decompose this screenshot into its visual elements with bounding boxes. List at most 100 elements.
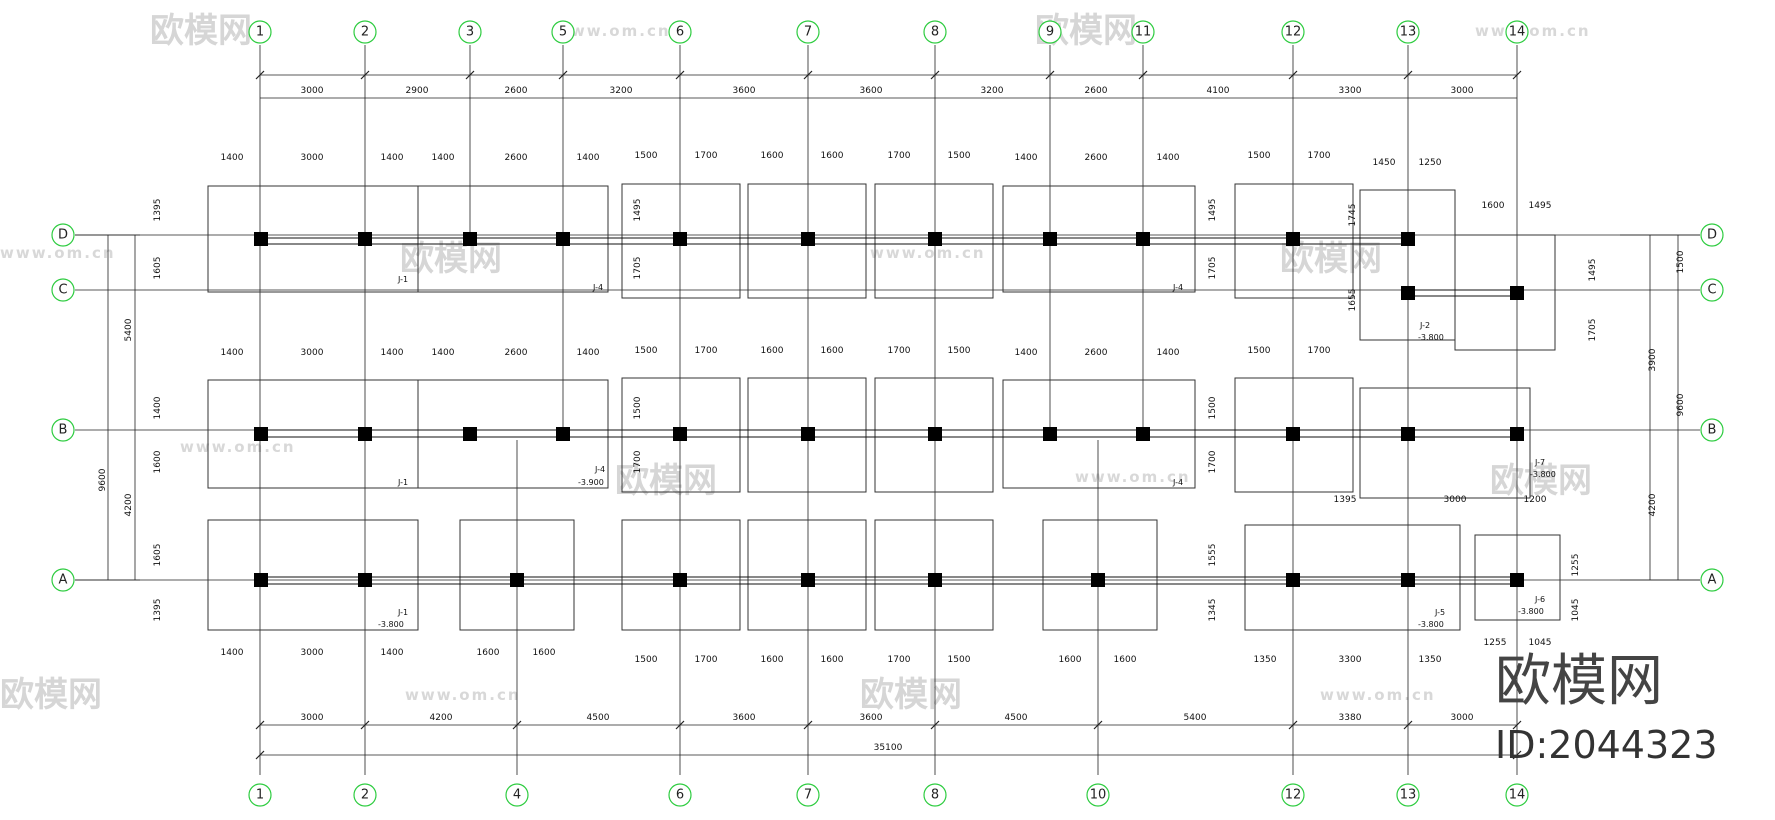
footing-tag: J-1	[397, 608, 408, 617]
axis-label: 13	[1400, 25, 1417, 40]
watermark-url: www.om.cn	[1075, 468, 1191, 486]
axis-label: 8	[931, 788, 939, 803]
top-span-label: 3000	[301, 86, 324, 96]
footing-dim: 3000	[1444, 495, 1467, 505]
top-span-label: 2600	[1085, 86, 1108, 96]
footing-dim: 1400	[577, 348, 600, 358]
footing-dim: 1700	[695, 655, 718, 665]
footing-dim: 1495	[1529, 201, 1552, 211]
footing-dim: 1600	[1482, 201, 1505, 211]
footing	[874, 519, 994, 631]
footing-dim: 1500	[633, 396, 643, 419]
top-span-label: 3200	[610, 86, 633, 96]
watermark-brand: 欧模网	[615, 461, 717, 501]
top-span-label: 2600	[505, 86, 528, 96]
bottom-span-label: 5400	[1184, 713, 1207, 723]
footing-dim: 1600	[821, 655, 844, 665]
footing-tags: J-1 J-4 J-4 J-2 -3.800 J-1 J-4 -3.900 J-…	[378, 275, 1556, 629]
footing-dim: 1600	[761, 346, 784, 356]
footing-dim: 1400	[1157, 153, 1180, 163]
watermark-url: www.om.cn	[870, 244, 986, 262]
axis-label: 12	[1285, 788, 1302, 803]
footing	[621, 183, 741, 299]
axis-label: C	[58, 283, 67, 298]
axis-label: C	[1707, 283, 1716, 298]
column	[1286, 427, 1300, 441]
footing-tag: J-2	[1419, 321, 1430, 330]
axis-label: 12	[1285, 25, 1302, 40]
footing-dim: 1705	[1588, 319, 1598, 342]
footing-dim: 1500	[635, 346, 658, 356]
footing-dim: 1500	[1208, 396, 1218, 419]
elevation-label: -3.800	[1418, 620, 1444, 629]
footing-dim: 1400	[1157, 348, 1180, 358]
bottom-axis-bubbles: 1 2 4 6 7 8 10 12 13 14	[248, 783, 1529, 807]
axis-label: 1	[256, 788, 264, 803]
axis-label: A	[59, 573, 68, 588]
column	[1510, 573, 1524, 587]
column	[1043, 427, 1057, 441]
footing-dim: 1600	[477, 648, 500, 658]
axis-label: D	[58, 228, 68, 243]
column	[673, 232, 687, 246]
footing-dim: 3000	[301, 348, 324, 358]
bottom-span-label: 3600	[860, 713, 883, 723]
axis-label: 9	[1046, 25, 1054, 40]
footing-dim: 1400	[381, 153, 404, 163]
footing	[621, 519, 741, 631]
brand-logo: 欧模网	[1495, 649, 1663, 714]
left-outer-dim: 9600	[98, 468, 108, 491]
footing-dim: 1400	[381, 348, 404, 358]
footing	[1042, 519, 1158, 631]
right-dimension-chain: 1500 3900 9600 4200	[1620, 234, 1700, 581]
footing	[747, 183, 867, 299]
footing-dim: 1495	[1588, 259, 1598, 282]
footing-dim: 1705	[1208, 257, 1218, 280]
top-span-label: 3200	[981, 86, 1004, 96]
watermark-url: www.om.cn	[405, 686, 521, 704]
axis-label: 6	[676, 25, 684, 40]
watermark-url: www.om.cn	[180, 438, 296, 456]
axis-label: 7	[804, 788, 812, 803]
footing-dim: 2600	[505, 153, 528, 163]
watermark-url: www.om.cn	[555, 22, 671, 40]
footing	[459, 519, 575, 631]
watermark-brand: 欧模网	[150, 11, 252, 51]
footing-dim: 1395	[1334, 495, 1357, 505]
footing-dim: 1700	[1308, 151, 1331, 161]
footing-dim: 1400	[1015, 153, 1038, 163]
footing-dim: 1500	[948, 655, 971, 665]
column	[1401, 286, 1415, 300]
footing-dim: 1600	[761, 151, 784, 161]
elevation-label: -3.800	[1418, 333, 1444, 342]
column	[1401, 232, 1415, 246]
grid-lines	[75, 45, 1700, 775]
bottom-span-label: 4500	[587, 713, 610, 723]
footing	[1454, 234, 1556, 351]
column	[254, 427, 268, 441]
column	[801, 573, 815, 587]
watermark-brand: 欧模网	[0, 675, 102, 715]
footing-dim: 1495	[633, 199, 643, 222]
column	[556, 427, 570, 441]
top-span-label: 3600	[860, 86, 883, 96]
elevation-label: -3.800	[1518, 607, 1544, 616]
axis-label: 14	[1509, 788, 1526, 803]
footing	[417, 379, 609, 489]
footing-dim: 1600	[821, 151, 844, 161]
columns	[254, 232, 1524, 587]
footing-dim: 1600	[533, 648, 556, 658]
watermark-url: www.om.cn	[1320, 686, 1436, 704]
column	[673, 573, 687, 587]
footing-dim: 2600	[1085, 153, 1108, 163]
axis-label: A	[1708, 573, 1717, 588]
right-outer-dim: 9600	[1676, 393, 1686, 416]
footing-dim: 1400	[432, 153, 455, 163]
footing-dim: 1555	[1208, 544, 1218, 567]
footing-dim: 1400	[381, 648, 404, 658]
footing-dim: 1705	[633, 257, 643, 280]
footing-dim: 1200	[1524, 495, 1547, 505]
footing-dim: 1400	[221, 348, 244, 358]
footing-dim: 1255	[1484, 638, 1507, 648]
footing-dim: 1600	[153, 450, 163, 473]
